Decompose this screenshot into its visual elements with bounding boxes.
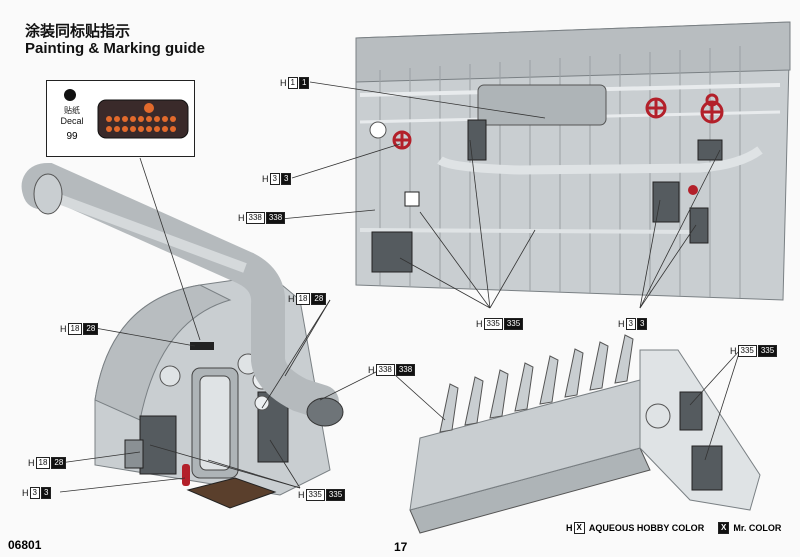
color-callout: H 1 1	[280, 77, 310, 89]
mr-legend-box: X	[718, 522, 730, 534]
page-title: Painting & Marking guide	[25, 40, 206, 57]
decal-number: 99	[66, 131, 78, 142]
aqueous-color-code: 18	[295, 293, 311, 305]
mr-color-code: 335	[503, 318, 524, 330]
valve-wheels	[392, 93, 724, 150]
mr-color-code: 28	[311, 293, 327, 305]
mr-color-code: 3	[636, 318, 648, 330]
color-callout: H 338 338	[238, 212, 286, 224]
color-callout: H 3 3	[618, 318, 648, 330]
mr-color-code: 28	[83, 323, 99, 335]
color-callout: H 3 3	[262, 173, 292, 185]
decal-label-cn: 贴纸	[64, 106, 80, 115]
callout-prefix: H	[280, 78, 287, 88]
decal-label-en: Decal	[60, 116, 84, 126]
color-callout: H 18 28	[288, 293, 327, 305]
callout-prefix: H	[60, 324, 67, 334]
grille-rack-part	[409, 334, 761, 534]
mr-color-code: 338	[265, 212, 286, 224]
aqueous-legend: H X AQUEOUS HOBBY COLOR	[566, 522, 704, 534]
aqueous-color-code: 3	[269, 173, 280, 185]
mr-color-code: 1	[298, 77, 310, 89]
callout-prefix: H	[238, 213, 245, 223]
aqueous-legend-prefix: H	[566, 523, 573, 533]
decal-sheet-illustration	[97, 99, 189, 139]
mr-color-code: 28	[51, 457, 67, 469]
callout-prefix: H	[262, 174, 269, 184]
decal-label: 贴纸 Decal	[57, 105, 87, 127]
aqueous-legend-box: X	[573, 522, 585, 534]
leader-lines	[59, 81, 741, 493]
aqueous-color-code: 338	[375, 364, 395, 376]
callout-prefix: H	[22, 488, 29, 498]
color-callout: H 3 3	[22, 487, 52, 499]
page-title-cn: 涂装同标贴指示	[25, 22, 131, 40]
callout-prefix: H	[476, 319, 483, 329]
color-callout: H 335 335	[298, 489, 346, 501]
callout-prefix: H	[288, 294, 295, 304]
decal-reference-box: 贴纸 Decal 99	[46, 80, 195, 157]
mr-color-code: 335	[757, 345, 778, 357]
aqueous-color-code: 18	[67, 323, 83, 335]
mr-color-legend: X Mr. COLOR	[718, 522, 781, 534]
mr-color-code: 335	[325, 489, 346, 501]
callout-prefix: H	[730, 346, 737, 356]
page-number: 17	[394, 540, 408, 554]
aqueous-color-code: 18	[35, 457, 51, 469]
mr-color-code: 3	[280, 173, 292, 185]
callout-prefix: H	[368, 365, 375, 375]
aqueous-color-code: 335	[483, 318, 503, 330]
color-callout: H 18 28	[28, 457, 67, 469]
mr-color-code: 3	[40, 487, 52, 499]
wall-panel-part	[355, 21, 791, 301]
product-number: 06801	[8, 538, 42, 552]
mr-color-code: 338	[395, 364, 416, 376]
color-callout: H 335 335	[476, 318, 524, 330]
aqueous-color-code: 338	[245, 212, 265, 224]
color-callout: H 335 335	[730, 345, 778, 357]
aqueous-color-code: 335	[737, 345, 757, 357]
aqueous-color-code: 3	[625, 318, 636, 330]
aqueous-color-code: 3	[29, 487, 40, 499]
color-callout: H 18 28	[60, 323, 99, 335]
aqueous-color-code: 335	[305, 489, 325, 501]
callout-prefix: H	[28, 458, 35, 468]
callout-prefix: H	[298, 490, 305, 500]
color-callout: H 338 338	[368, 364, 416, 376]
callout-prefix: H	[618, 319, 625, 329]
aqueous-color-code: 1	[287, 77, 298, 89]
aqueous-legend-label: AQUEOUS HOBBY COLOR	[588, 523, 705, 533]
decal-icon	[64, 89, 76, 101]
mr-legend-label: Mr. COLOR	[733, 523, 782, 533]
